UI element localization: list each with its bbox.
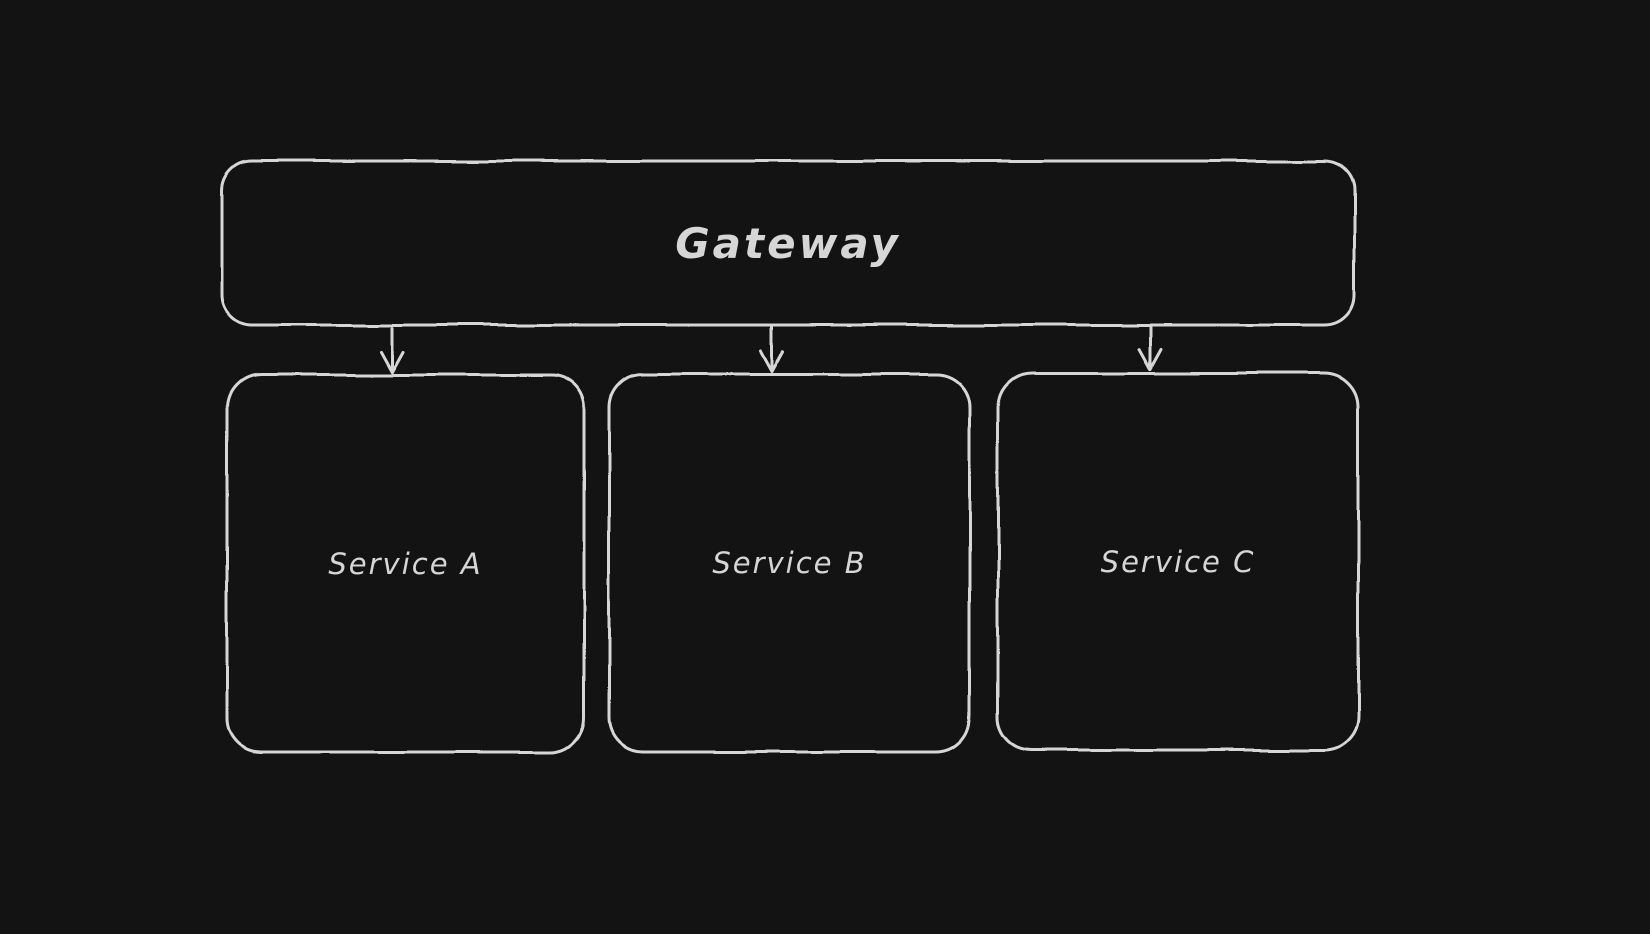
arrowhead-icon: [1138, 347, 1164, 371]
arrow-gateway-to-service-b: [758, 325, 784, 373]
gateway-node-box: [220, 159, 1356, 327]
service-c-node-box: [996, 371, 1360, 752]
arrowhead-icon: [379, 350, 405, 374]
arrowhead-icon: [758, 349, 784, 373]
arrow-gateway-to-service-a: [379, 326, 405, 374]
arrow-gateway-to-service-c: [1138, 324, 1164, 371]
service-a-node-box: [225, 373, 586, 754]
service-b-node-box: [607, 372, 972, 754]
